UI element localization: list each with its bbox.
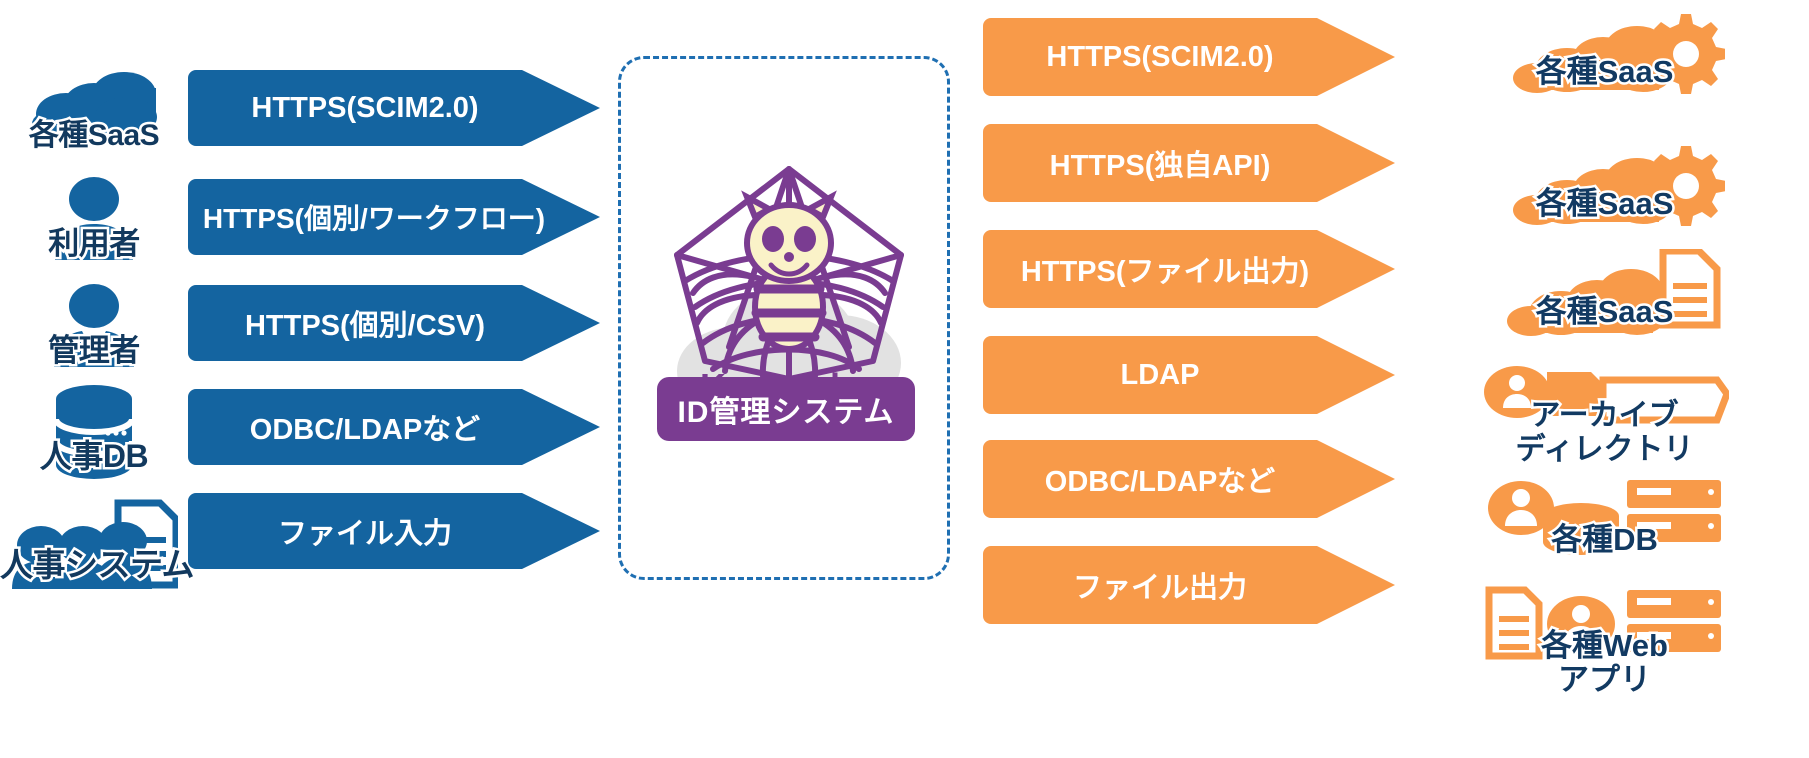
inbound-arrow-label: ファイル入力 bbox=[277, 518, 452, 550]
outbound-arrow[interactable]: ODBC/LDAPなど bbox=[983, 440, 1395, 518]
source-node-hrsystem: 人事システム bbox=[0, 488, 197, 598]
inbound-arrow[interactable]: ODBC/LDAPなど bbox=[188, 389, 600, 465]
id-management-badge: ID管理システム bbox=[657, 377, 915, 441]
outbound-arrow-label: ODBC/LDAPなど bbox=[1044, 466, 1276, 498]
admin-person-icon bbox=[54, 283, 134, 367]
source-node-saas: 各種SaaS bbox=[0, 64, 188, 164]
user-database-icon bbox=[1487, 480, 1721, 555]
database-icon bbox=[53, 385, 135, 479]
inbound-arrow[interactable]: HTTPS(個別/CSV) bbox=[188, 285, 600, 361]
target-column: 各種SaaS bbox=[1400, 0, 1809, 758]
target-node-saas-3: 各種SaaS bbox=[1400, 244, 1809, 354]
archive-directory-icon bbox=[1483, 366, 1729, 424]
people-document-icon bbox=[12, 499, 178, 589]
outbound-arrow-label: HTTPS(ファイル出力) bbox=[1020, 256, 1310, 288]
source-column: 各種SaaS 利用者 bbox=[0, 0, 197, 758]
target-node-archive-directory: アーカイブ ディレクトリ bbox=[1400, 358, 1809, 478]
cloud-gear-icon bbox=[1512, 14, 1725, 94]
inbound-arrow-label: ODBC/LDAPなど bbox=[249, 414, 481, 446]
cloud-document-icon bbox=[1506, 249, 1720, 336]
outbound-arrow-label: HTTPS(SCIM2.0) bbox=[1046, 40, 1274, 73]
outbound-arrow[interactable]: LDAP bbox=[983, 336, 1395, 414]
target-node-db: 各種DB bbox=[1400, 470, 1809, 582]
inbound-arrow[interactable]: ファイル入力 bbox=[188, 493, 600, 569]
outbound-arrow[interactable]: HTTPS(ファイル出力) bbox=[983, 230, 1395, 308]
outbound-arrow-label: HTTPS(独自API) bbox=[1049, 150, 1271, 182]
cloud-stack-icon bbox=[32, 72, 157, 138]
id-management-badge-label: ID管理システム bbox=[677, 396, 895, 429]
target-node-webapp: 各種Web アプリ bbox=[1400, 580, 1809, 720]
person-icon bbox=[55, 176, 133, 260]
keyspider-panel: Keyspider ID管理システム bbox=[618, 56, 950, 580]
source-node-hrdb: 人事DB bbox=[0, 378, 188, 488]
target-node-saas-2: 各種SaaS bbox=[1400, 140, 1809, 240]
target-node-saas-1: 各種SaaS bbox=[1400, 8, 1809, 108]
inbound-arrow[interactable]: HTTPS(個別/ワークフロー) bbox=[188, 179, 600, 255]
outbound-arrow-label: LDAP bbox=[1120, 358, 1200, 391]
inbound-arrow-label: HTTPS(個別/ワークフロー) bbox=[202, 203, 546, 234]
cloud-gear-icon bbox=[1512, 146, 1725, 226]
web-app-server-icon bbox=[1485, 586, 1721, 660]
inbound-arrow[interactable]: HTTPS(SCIM2.0) bbox=[188, 70, 600, 146]
inbound-arrow-label: HTTPS(SCIM2.0) bbox=[251, 91, 479, 124]
outbound-arrow[interactable]: HTTPS(SCIM2.0) bbox=[983, 18, 1395, 96]
inbound-arrow-label: HTTPS(個別/CSV) bbox=[244, 310, 486, 342]
source-node-admin: 管理者 bbox=[0, 272, 188, 377]
outbound-arrow[interactable]: ファイル出力 bbox=[983, 546, 1395, 624]
outbound-arrow[interactable]: HTTPS(独自API) bbox=[983, 124, 1395, 202]
outbound-arrow-label: ファイル出力 bbox=[1072, 572, 1247, 604]
source-node-user: 利用者 bbox=[0, 165, 188, 270]
